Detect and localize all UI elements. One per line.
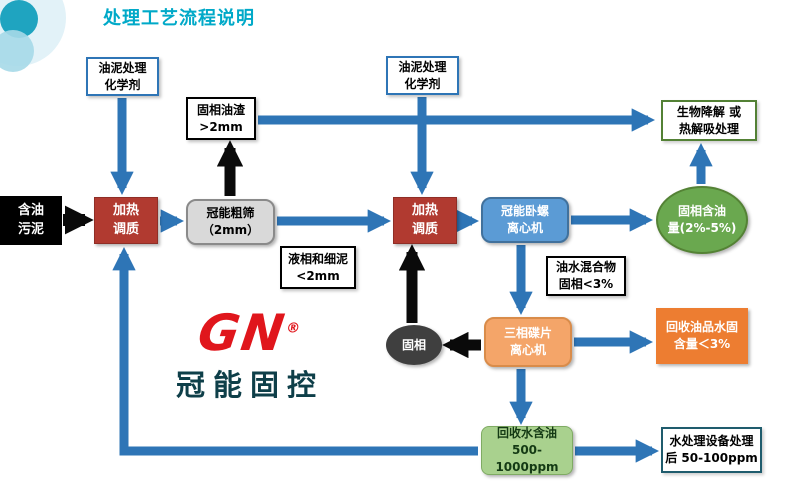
node-liquid-fine-mud: 液相和细泥 <2mm — [280, 246, 356, 289]
gn-logo: GN® 冠能固控 — [160, 304, 340, 404]
gn-logo-company-name: 冠能固控 — [175, 368, 324, 402]
node-coarse-shaker: 冠能粗筛 （2mm） — [186, 199, 275, 245]
node-oily-sludge: 含油 污泥 — [0, 196, 62, 245]
gn-logo-letters: GN® — [194, 304, 304, 362]
node-heating-conditioning-2: 加热 调质 — [393, 197, 457, 244]
node-decanter-centrifuge: 冠能卧螺 离心机 — [481, 197, 569, 243]
node-chem-agent-1: 油泥处理 化学剂 — [86, 57, 159, 96]
node-bio-degradation: 生物降解 或 热解吸处理 — [661, 100, 757, 141]
registered-mark-icon: ® — [284, 320, 304, 337]
arrow-recycle-water-to-heat1 — [112, 246, 478, 456]
node-oil-water-mixture: 油水混合物 固相<3% — [546, 256, 626, 296]
node-solid-oil-residue: 固相油渣 >2mm — [186, 97, 256, 140]
node-chem-agent-2: 油泥处理 化学剂 — [386, 56, 459, 95]
node-water-treatment: 水处理设备处理 后 50-100ppm — [661, 427, 762, 473]
node-disc-centrifuge: 三相碟片 离心机 — [484, 317, 572, 367]
node-recovered-oil: 回收油品水固 含量＜3% — [656, 308, 748, 364]
node-solid-oil-content: 固相含油 量(2%-5%) — [656, 186, 748, 254]
decor-circle-blue — [0, 30, 34, 72]
node-solid-phase: 固相 — [386, 325, 442, 365]
node-recovered-water: 回收水含油 500-1000ppm — [481, 426, 573, 475]
page-title: 处理工艺流程说明 — [103, 8, 255, 29]
node-heating-conditioning-1: 加热 调质 — [94, 197, 158, 244]
